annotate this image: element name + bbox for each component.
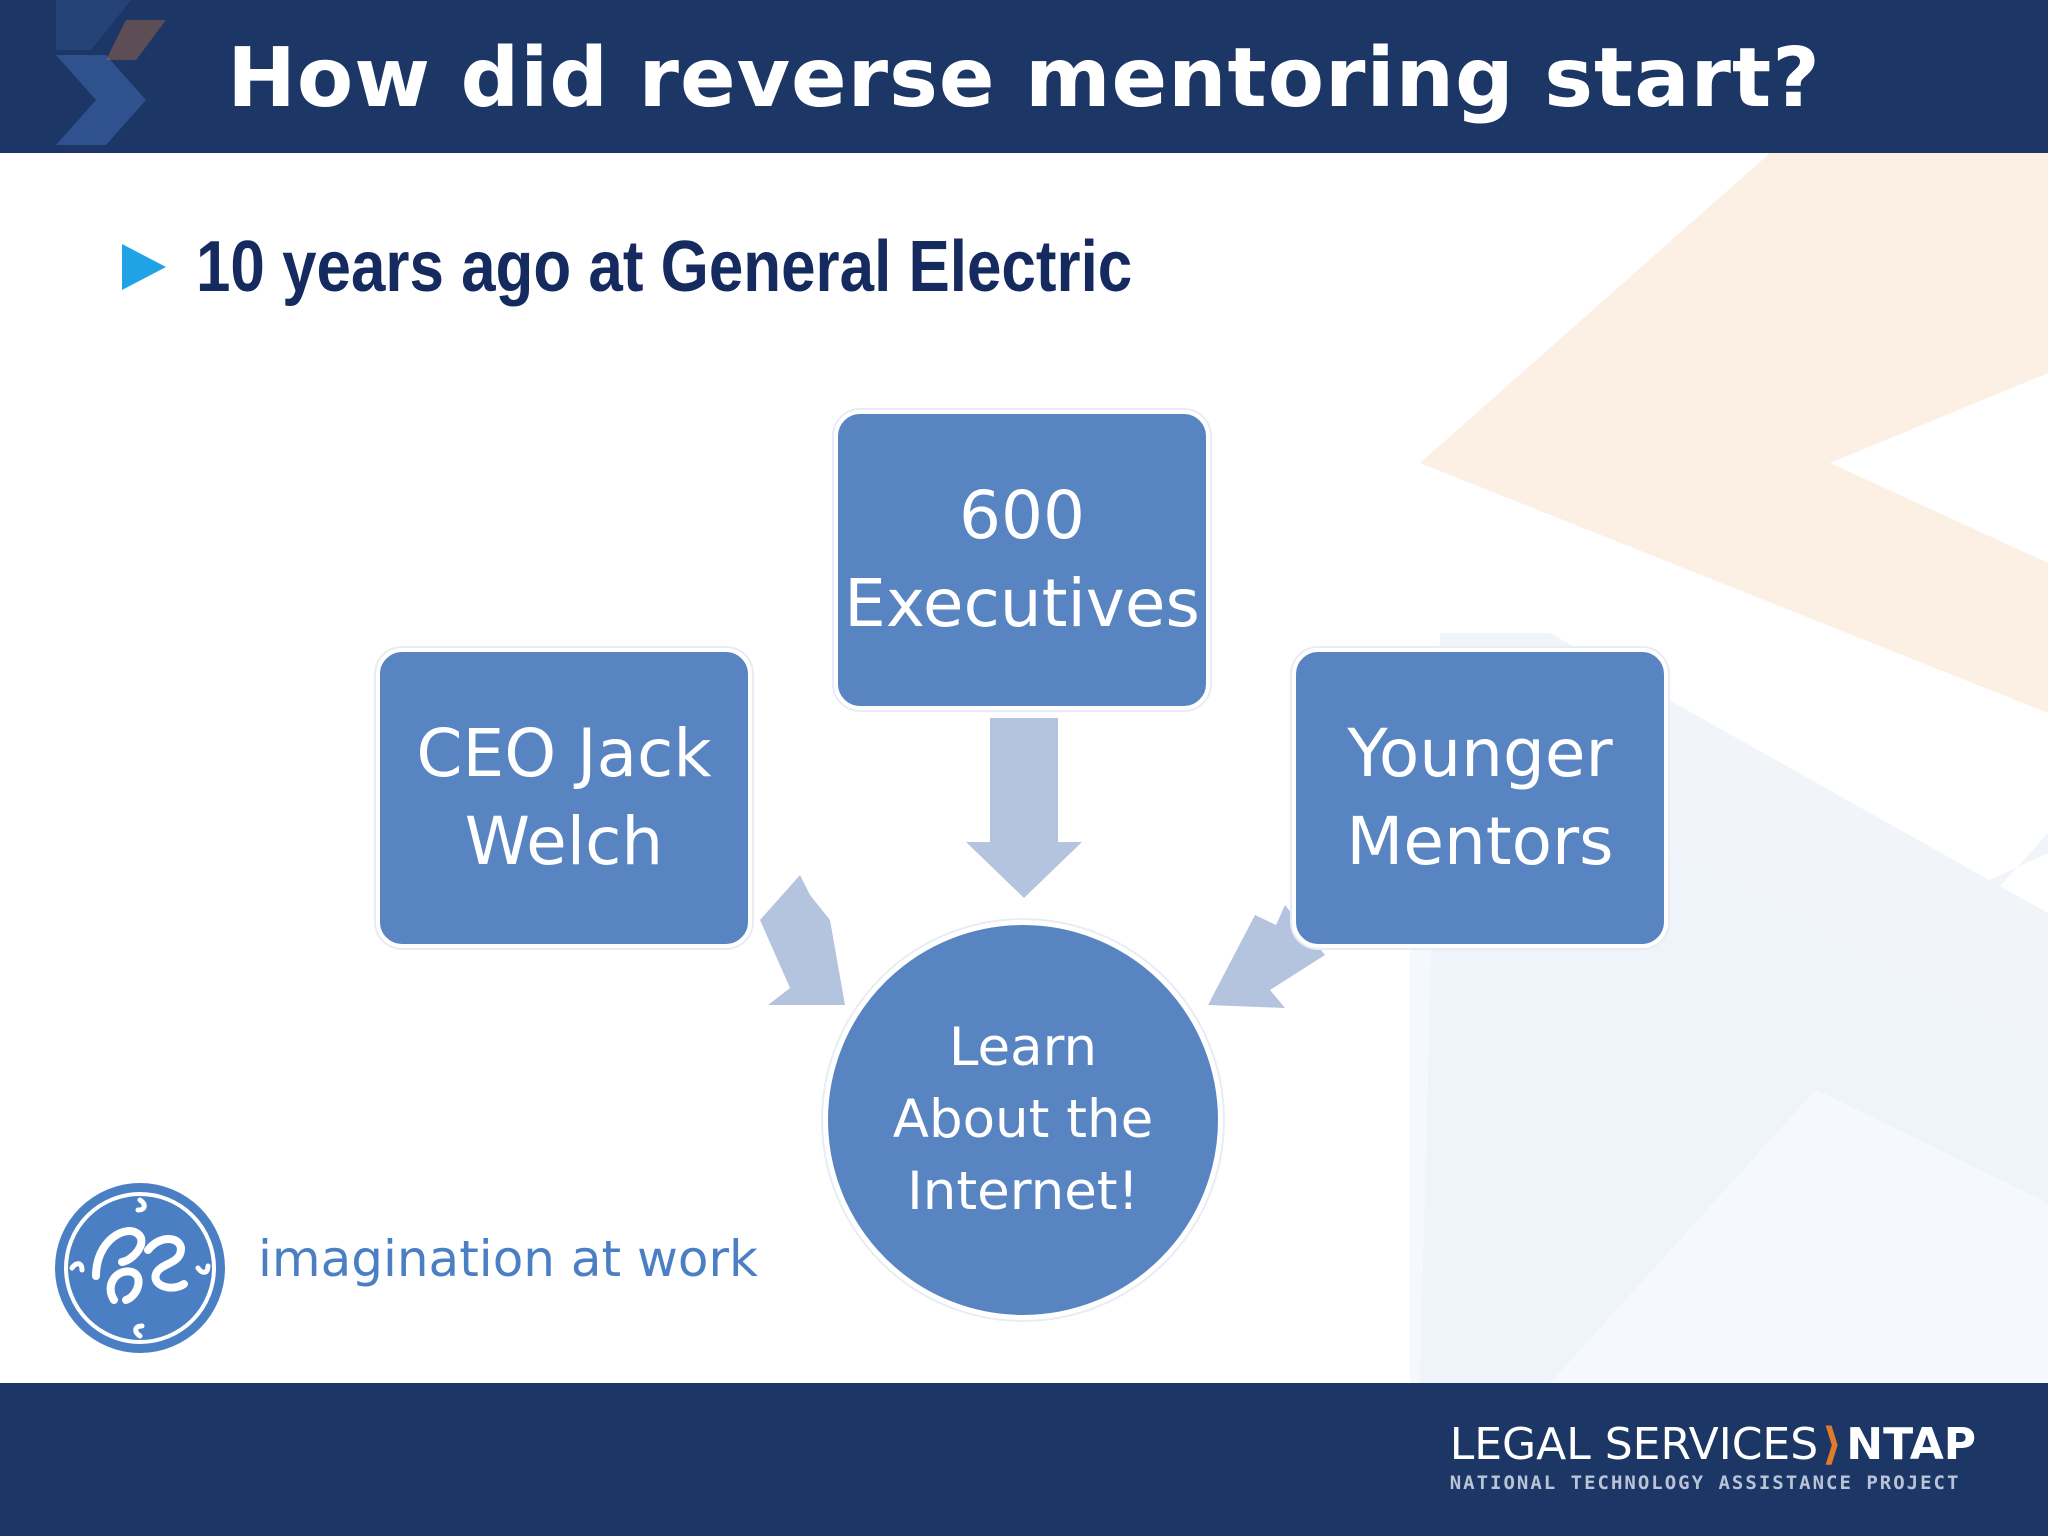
circle-line3: Internet! <box>907 1161 1139 1222</box>
box-executives-line1: 600 <box>959 477 1085 554</box>
box-mentors-line1: Younger <box>1347 715 1613 792</box>
footer-bar <box>0 1383 2048 1536</box>
brand-subtitle: NATIONAL TECHNOLOGY ASSISTANCE PROJECT <box>1449 1472 1961 1494</box>
box-mentors-line2: Mentors <box>1346 803 1614 880</box>
circle-line1: Learn <box>948 1017 1098 1078</box>
brand-left-text: LEGAL SERVICES <box>1449 1419 1819 1470</box>
triangle-right-icon <box>122 244 166 290</box>
box-executives-line2: Executives <box>844 565 1200 642</box>
header-bar: How did reverse mentoring start? <box>0 0 2048 153</box>
circle-line2: About the <box>892 1089 1154 1150</box>
ntap-brand-logo: LEGAL SERVICES⟩NTAP NATIONAL TECHNOLOGY … <box>1449 1420 1976 1495</box>
box-ceo: CEO Jack Welch <box>376 648 752 948</box>
ge-monogram-logo <box>55 1183 225 1353</box>
brand-main: LEGAL SERVICES⟩NTAP <box>1450 1420 1976 1470</box>
center-circle: Learn About the Internet! <box>823 920 1223 1320</box>
slide-title: How did reverse mentoring start? <box>227 31 1821 126</box>
box-mentors: Younger Mentors <box>1292 648 1668 948</box>
bullet-text: 10 years ago at General Electric <box>196 227 1133 307</box>
box-ceo-line1: CEO Jack <box>416 715 712 792</box>
brand-right-text: NTAP <box>1846 1419 1976 1470</box>
lightning-separator-icon: ⟩ <box>1822 1419 1843 1470</box>
arrow-from-left <box>760 875 845 1005</box>
bullet-item: 10 years ago at General Electric <box>120 222 1285 312</box>
box-executives: 600 Executives <box>834 410 1210 710</box>
box-ceo-line2: Welch <box>464 803 664 880</box>
arrow-down <box>966 718 1082 898</box>
chevron-decor-icon <box>56 0 166 145</box>
ge-tagline: imagination at work <box>258 1230 758 1288</box>
